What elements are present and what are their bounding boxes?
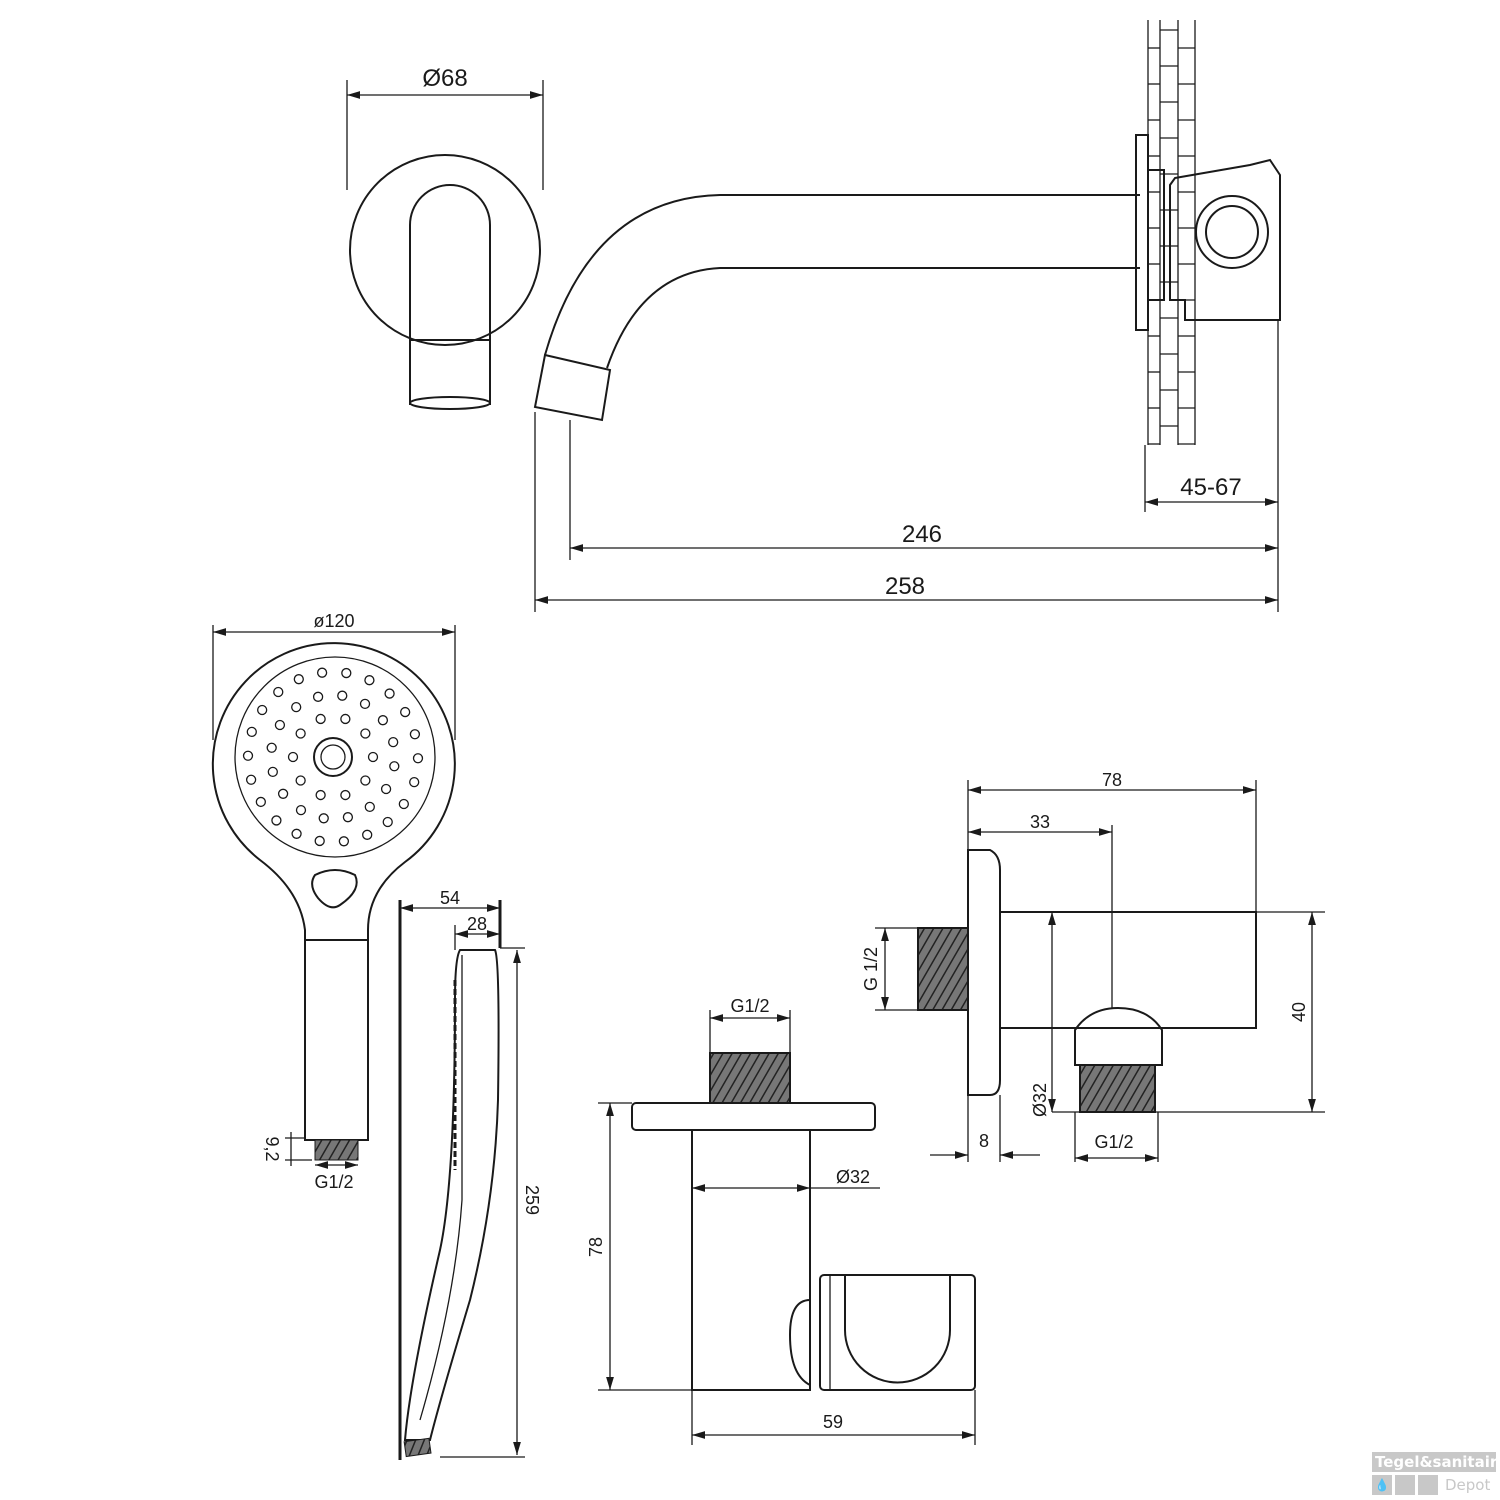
dim-outlet-thread: G1/2 <box>1094 1132 1133 1152</box>
nozzle-dot <box>367 751 379 763</box>
dim-outlet-offset: 33 <box>1030 812 1050 832</box>
nozzle-dot <box>312 691 324 702</box>
dim-outlet-width: 78 <box>1102 770 1122 790</box>
nozzle-dot <box>315 789 326 801</box>
nozzle-dot <box>242 750 254 761</box>
nozzle-dot <box>340 789 351 801</box>
nozzle-dot <box>316 667 328 678</box>
dim-holder-diameter: Ø32 <box>836 1167 870 1187</box>
dim-thread-length: 9,2 <box>262 1136 282 1161</box>
nozzle-dot <box>341 667 352 679</box>
hand-shower-side-view: 54 28 259 <box>398 888 542 1460</box>
dim-holder-thread: G1/2 <box>730 996 769 1016</box>
nozzle-dot <box>359 698 371 710</box>
nozzle-dot <box>295 775 306 786</box>
nozzle-dot <box>257 704 268 716</box>
nozzle-dot <box>245 774 257 785</box>
dim-holder-height: 78 <box>586 1237 606 1257</box>
nozzle-dot <box>380 783 392 795</box>
nozzle-dot <box>291 828 302 839</box>
nozzle-dot <box>271 815 282 826</box>
wall-outlet-view: 78 33 G 1/2 40 Ø32 8 G1/2 <box>861 770 1325 1162</box>
nozzle-dot <box>293 674 304 685</box>
nozzle-dot <box>384 688 395 699</box>
dim-wall-depth: 45-67 <box>1180 474 1241 501</box>
dim-hand-length: 259 <box>522 1185 542 1215</box>
dim-spout-reach-outer: 258 <box>885 573 925 600</box>
nozzle-dot <box>364 675 375 686</box>
watermark-sub: Depot <box>1445 1476 1491 1494</box>
nozzle-dot <box>277 788 289 799</box>
dim-outlet-flange: 8 <box>979 1131 989 1151</box>
nozzle-dot <box>389 761 400 772</box>
spout-side-view: 45-67 246 258 <box>533 20 1281 612</box>
dim-spout-diameter: Ø68 <box>422 65 467 92</box>
nozzle-dot <box>409 776 420 788</box>
nozzle-dot <box>295 804 307 816</box>
dim-side-depth: 54 <box>440 888 460 908</box>
nozzle-dot <box>273 686 284 698</box>
nozzle-dot <box>364 801 375 813</box>
nozzle-dot <box>314 835 325 847</box>
nozzle-dot <box>360 728 371 739</box>
nozzle-dot <box>412 753 424 764</box>
nozzle-dot <box>398 798 409 810</box>
wall-bricks <box>1147 20 1196 445</box>
nozzle-dot <box>255 796 266 808</box>
watermark-brand: Tegel&sanitair <box>1372 1452 1497 1472</box>
drop-icon: 💧 <box>1372 1475 1392 1495</box>
spray-nozzles <box>242 667 424 847</box>
nozzle-dot <box>400 706 411 718</box>
nozzle-dot <box>266 742 277 753</box>
nozzle-dot <box>315 713 326 725</box>
nozzle-dot <box>409 729 421 740</box>
dim-outlet-inlet-thread: G 1/2 <box>861 947 881 991</box>
nozzle-dot <box>377 715 389 726</box>
nozzle-dot <box>246 726 257 738</box>
nozzle-dot <box>360 775 371 786</box>
nozzle-dot <box>295 728 306 739</box>
tile-icon <box>1418 1475 1438 1495</box>
hand-shower-front-view: ø120 9,2 G1/2 <box>211 611 456 1192</box>
nozzle-dot <box>287 751 299 763</box>
nozzle-dot <box>342 812 354 823</box>
nozzle-dot <box>382 816 393 828</box>
nozzle-dot <box>318 813 329 824</box>
nozzle-dot <box>338 836 350 847</box>
watermark-logo: Tegel&sanitair 💧 Depot <box>1372 1452 1497 1495</box>
dim-holder-width: 59 <box>823 1412 843 1432</box>
dim-spout-reach-inner: 246 <box>902 521 942 548</box>
dim-outlet-diameter: Ø32 <box>1030 1083 1050 1117</box>
tile-icon <box>1395 1475 1415 1495</box>
nozzle-dot <box>291 701 302 713</box>
nozzle-dot <box>388 736 399 748</box>
nozzle-dot <box>362 829 373 840</box>
nozzle-dot <box>337 690 348 701</box>
dim-hand-thread: G1/2 <box>314 1172 353 1192</box>
nozzle-dot <box>340 713 351 725</box>
nozzle-dot <box>267 766 278 778</box>
wall-holder-view: G1/2 78 Ø32 59 <box>586 996 976 1445</box>
dim-outlet-height: 40 <box>1289 1002 1309 1022</box>
dim-side-depth-inner: 28 <box>467 914 487 934</box>
dim-head-diameter: ø120 <box>313 611 354 631</box>
spout-front-view: Ø68 <box>346 65 544 410</box>
nozzle-dot <box>274 719 286 731</box>
